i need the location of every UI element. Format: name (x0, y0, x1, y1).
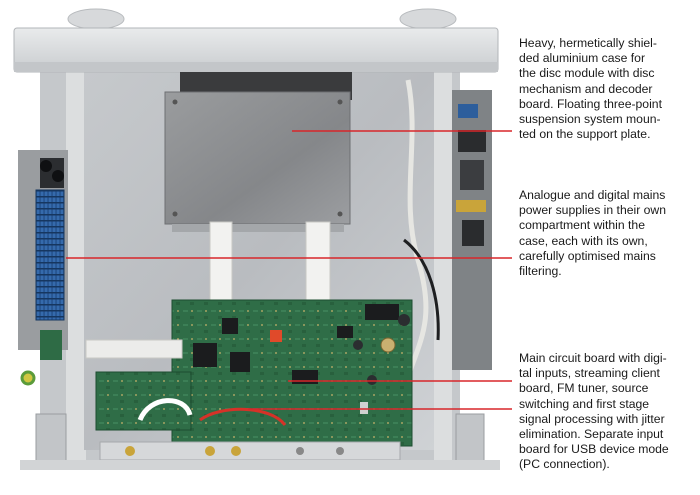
caption-line: board, FM tuner, source (519, 381, 649, 396)
caption-line: tal inputs, streaming client (519, 366, 660, 381)
caption-line: signal processing with jitter (519, 411, 665, 426)
caption-line: case, each with its own, (519, 233, 648, 248)
caption-line: power supplies in their own (519, 203, 667, 218)
caption-line: carefully optimised mains (519, 248, 656, 263)
caption-line: Main circuit board with digi- (519, 351, 667, 365)
caption-line: ted on the support plate. (519, 127, 651, 142)
power-supplies-caption: Analogue and digital mains power supplie… (519, 188, 697, 279)
caption-line: (PC connection). (519, 457, 610, 472)
caption-line: Heavy, hermetically shiel- (519, 36, 657, 50)
caption-line: ded aluminium case for (519, 51, 645, 66)
main-board-caption: Main circuit board with digi- tal inputs… (519, 351, 697, 473)
caption-line: elimination. Separate input (519, 427, 664, 442)
disc-module-caption: Heavy, hermetically shiel- ded aluminium… (519, 36, 697, 142)
caption-line: board. Floating three-point (519, 96, 662, 111)
caption-line: board for USB device mode (519, 442, 669, 457)
caption-line: filtering. (519, 264, 562, 279)
caption-line: Analogue and digital mains (519, 188, 666, 202)
caption-line: mechanism and decoder (519, 81, 653, 96)
caption-line: suspension system moun- (519, 112, 661, 127)
caption-line: switching and first stage (519, 396, 650, 411)
caption-line: the disc module with disc (519, 66, 655, 81)
caption-line: compartment within the (519, 218, 645, 233)
